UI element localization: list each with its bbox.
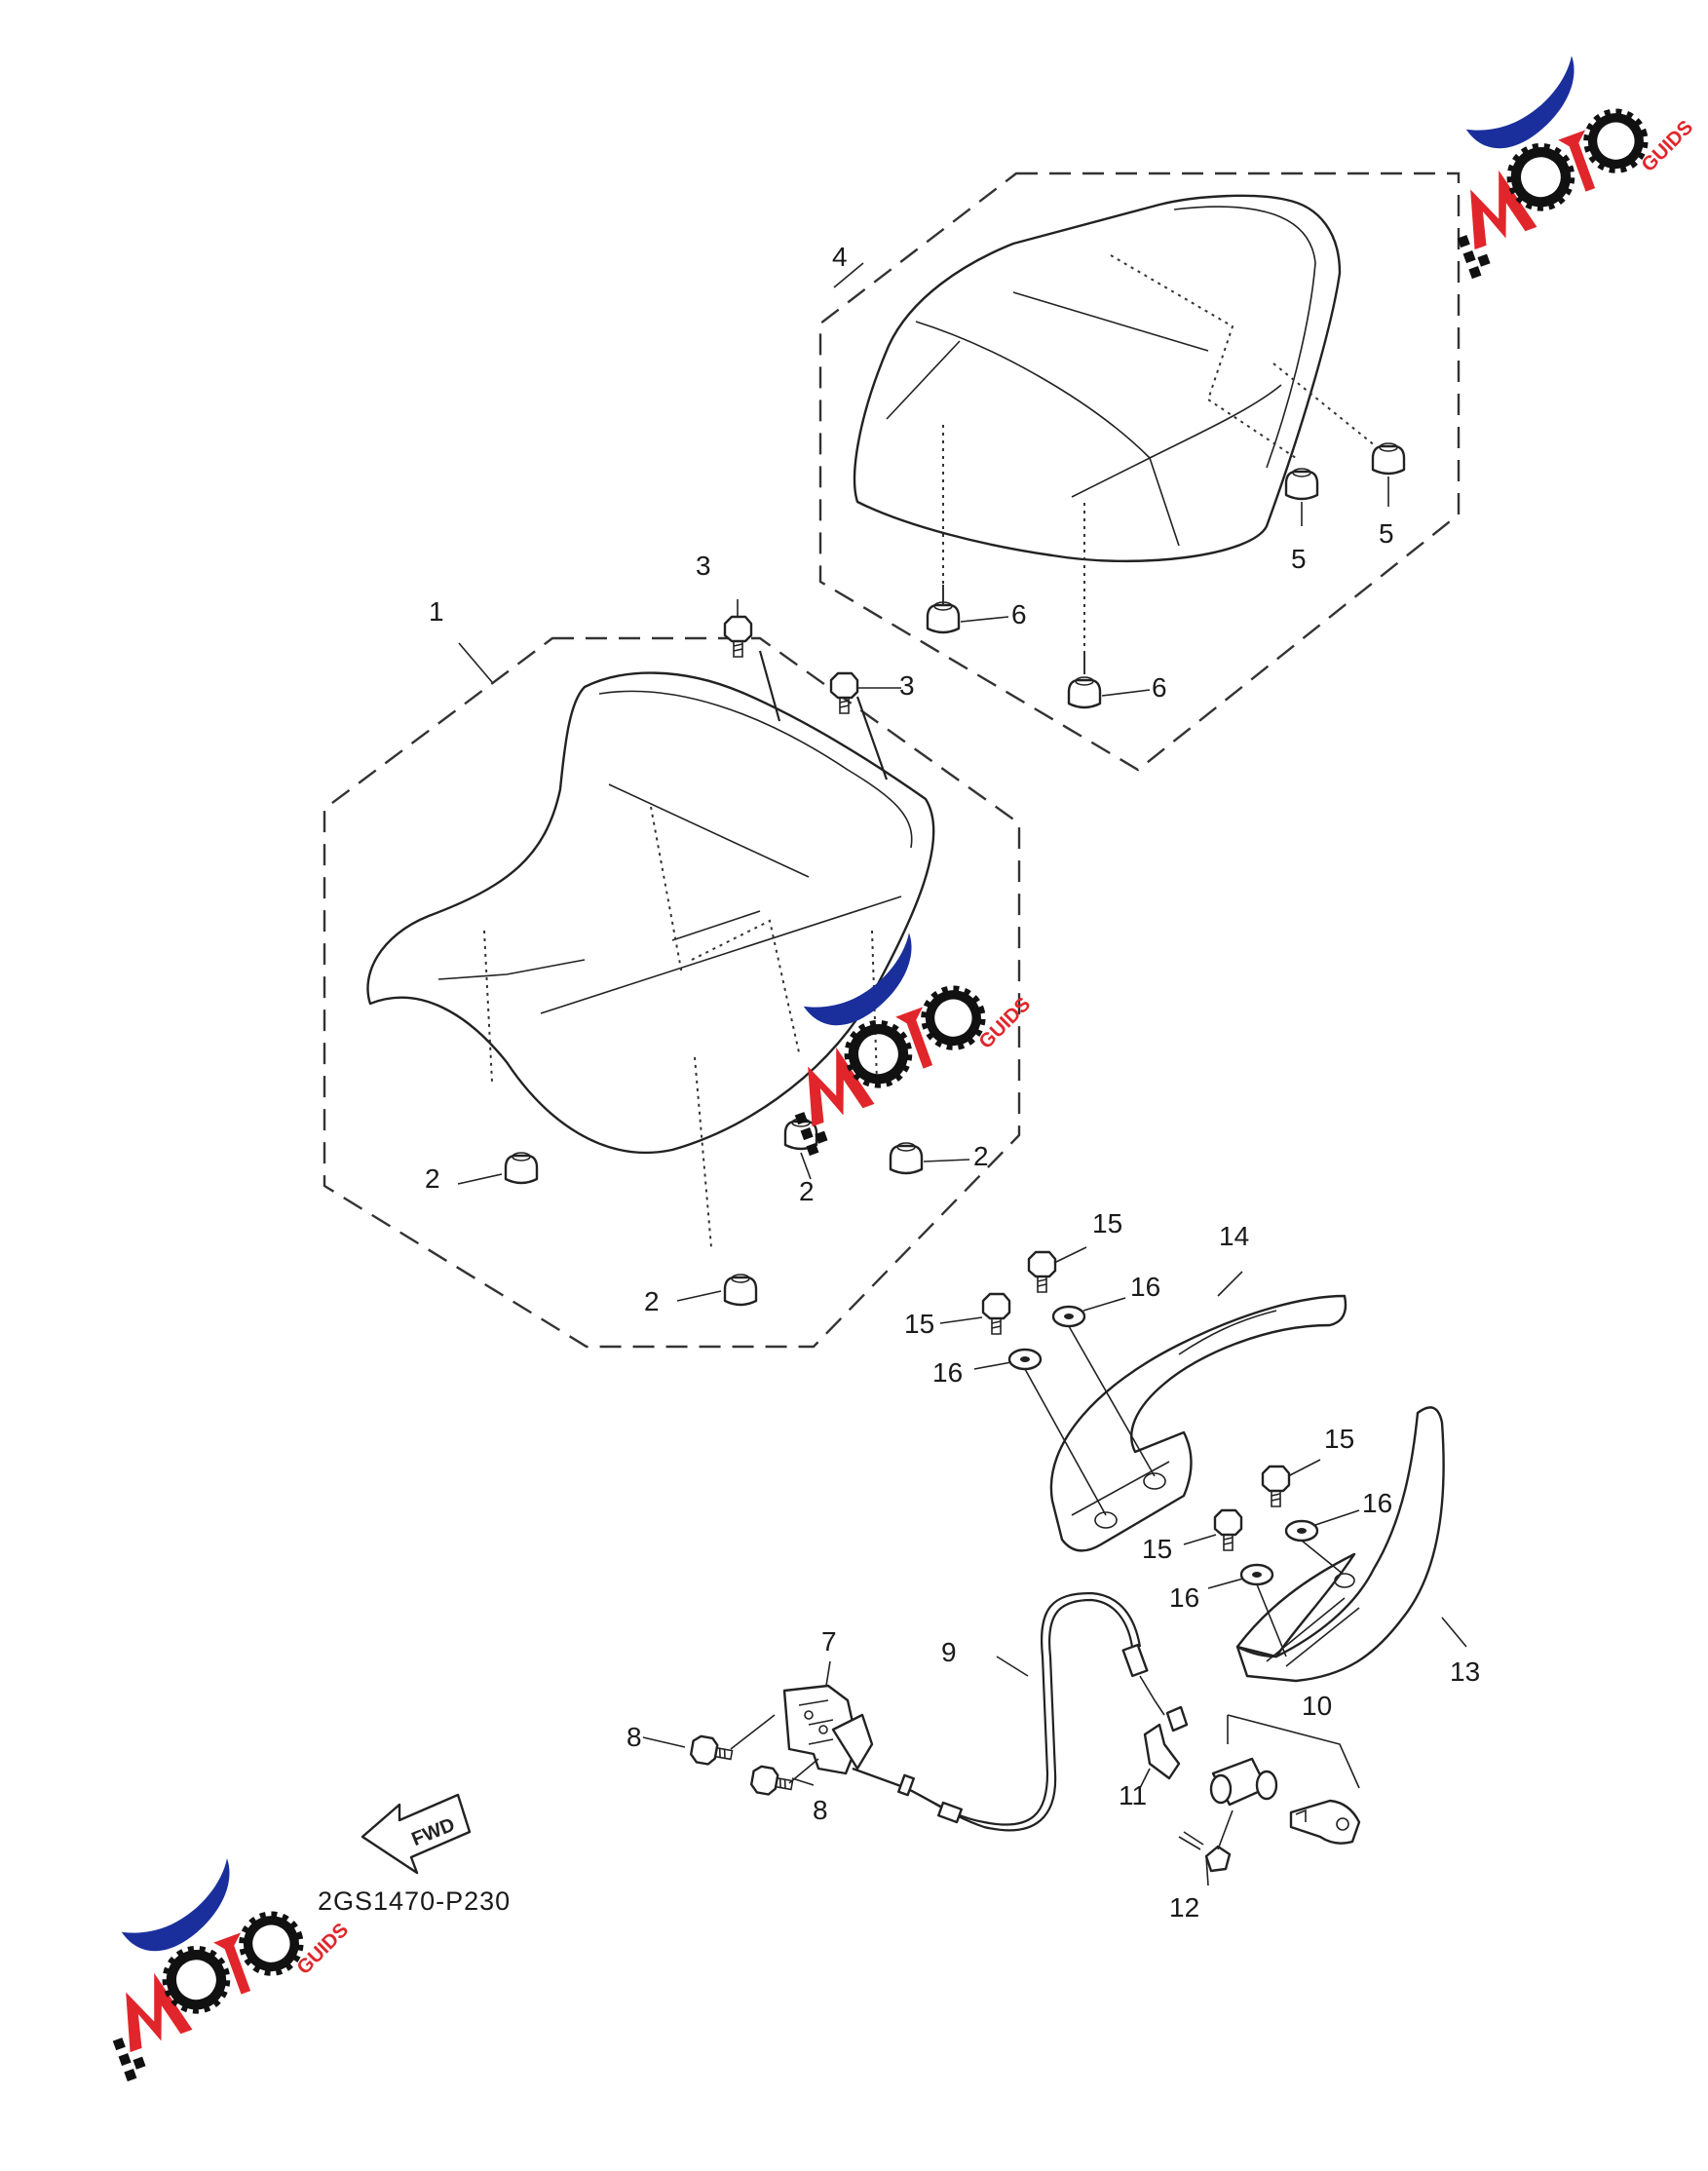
callout-12: 12	[1169, 1892, 1199, 1923]
callout-6a: 6	[1011, 599, 1027, 629]
callout-8a: 8	[626, 1722, 642, 1752]
callout-15d: 15	[1142, 1534, 1172, 1564]
callout-2b: 2	[799, 1176, 815, 1206]
callout-16c: 16	[1362, 1488, 1392, 1518]
callout-11: 11	[1119, 1780, 1147, 1810]
callout-7: 7	[821, 1626, 837, 1657]
front-seat-group	[323, 636, 1021, 1349]
callout-5b: 5	[1379, 518, 1394, 549]
callout-15a: 15	[1092, 1208, 1122, 1238]
release-cable-9	[852, 1591, 1165, 1832]
washer-16c	[1284, 1519, 1319, 1543]
callout-9: 9	[941, 1637, 957, 1667]
callout-10: 10	[1302, 1691, 1332, 1721]
grommet-2c	[889, 1141, 924, 1175]
callout-16a: 16	[1130, 1272, 1160, 1302]
grommet-2d	[723, 1273, 758, 1307]
bolt-15b	[981, 1292, 1011, 1336]
grommet-6a	[926, 600, 961, 634]
screw-12	[1178, 1809, 1234, 1886]
watermark-logo-top	[1412, 24, 1708, 279]
callout-2a: 2	[425, 1163, 440, 1194]
bolt-15a	[1027, 1250, 1057, 1294]
rear-seat-group	[818, 171, 1461, 772]
callout-8b: 8	[813, 1795, 828, 1825]
grommet-5b	[1371, 441, 1406, 476]
diagram-code: 2GS1470-P230	[318, 1886, 511, 1916]
washer-16b	[1007, 1348, 1043, 1371]
fwd-arrow: FWD	[361, 1793, 472, 1875]
callout-2d: 2	[644, 1286, 660, 1316]
grommet-2a	[504, 1151, 539, 1185]
washer-16d	[1239, 1563, 1274, 1586]
callout-13: 13	[1450, 1657, 1480, 1687]
bolt-15d	[1213, 1508, 1243, 1552]
callout-16d: 16	[1169, 1582, 1199, 1613]
callouts: 1 2 2 2 2 3 3 4 5 5 6 6 7 8 8 9 10 11 12…	[425, 242, 1480, 1923]
callout-1: 1	[429, 596, 444, 627]
callout-15c: 15	[1324, 1424, 1354, 1454]
callout-3a: 3	[696, 551, 711, 581]
callout-3b: 3	[899, 670, 915, 701]
grab-bar-14	[1049, 1294, 1347, 1552]
callout-5a: 5	[1291, 544, 1307, 574]
callout-16b: 16	[932, 1357, 963, 1388]
callout-15b: 15	[904, 1309, 934, 1339]
key-cylinder-10	[1209, 1714, 1361, 1845]
lever-11	[1139, 1705, 1189, 1789]
grommet-6b	[1067, 675, 1102, 709]
bolt-3b	[829, 671, 859, 715]
seat-latch-7	[782, 1660, 874, 1775]
washer-16a	[1051, 1305, 1086, 1328]
bolt-8b	[748, 1764, 796, 1800]
grab-bar-13	[1235, 1406, 1445, 1683]
bolt-3a	[723, 615, 753, 659]
callout-2c: 2	[973, 1141, 989, 1171]
watermark-logo-bottom	[67, 1827, 373, 2081]
callout-6b: 6	[1152, 672, 1167, 703]
callout-14: 14	[1219, 1221, 1249, 1251]
callout-4: 4	[832, 242, 848, 272]
bolt-8a	[688, 1733, 736, 1770]
bolt-15c	[1261, 1465, 1291, 1508]
grommet-5a	[1284, 467, 1319, 501]
